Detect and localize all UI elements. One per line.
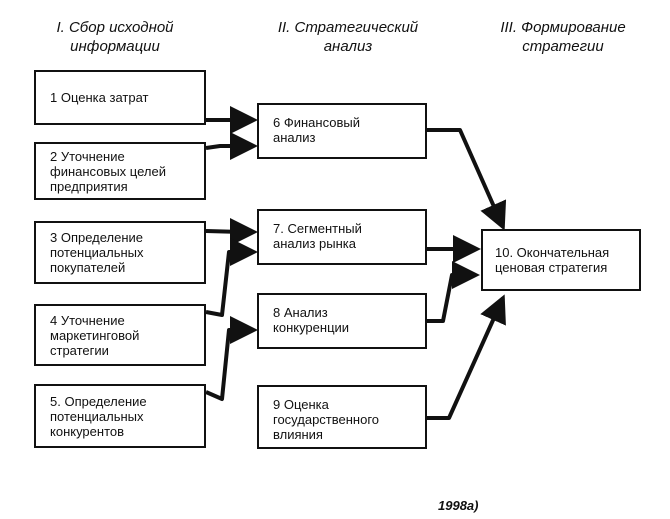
box-9-government-influence: 9 Оценка государственного влияния	[257, 385, 427, 449]
box-2-financial-goals: 2 Уточнение финансовых целей предприятия	[34, 142, 206, 200]
arrow-6-to-10	[427, 128, 507, 231]
box-8-competition-analysis: 8 Анализ конкуренции	[257, 293, 427, 349]
column-header-strategy: III. Формирование стратегии	[500, 19, 626, 55]
footer-year-label: 1998а)	[438, 498, 479, 513]
arrow-5-to-8	[205, 316, 258, 401]
box-5-potential-competitors: 5. Определение потенциальных конкурентов	[34, 384, 206, 448]
arrow-3-to-7	[205, 218, 258, 246]
box-4-marketing-strategy: 4 Уточнение маркетинговой стратегии	[34, 304, 206, 366]
box-10-final-pricing-strategy: 10. Окончательная ценовая стратегия	[481, 229, 641, 291]
box-3-potential-buyers: 3 Определение потенциальных покупателей	[34, 221, 206, 284]
arrow-4-to-7	[205, 238, 258, 317]
arrow-8-to-10	[427, 261, 480, 323]
column-header-collection: I. Сбор исходной информации	[56, 19, 174, 55]
box-1-cost-estimate: 1 Оценка затрат	[34, 70, 206, 125]
arrow-9-to-10	[427, 294, 506, 420]
arrow-2-to-6	[205, 132, 258, 160]
box-7-market-segment-analysis: 7. Сегментный анализ рынка	[257, 209, 427, 265]
box-6-financial-analysis: 6 Финансовый анализ	[257, 103, 427, 159]
column-header-analysis: II. Стратегический анализ	[277, 19, 419, 55]
